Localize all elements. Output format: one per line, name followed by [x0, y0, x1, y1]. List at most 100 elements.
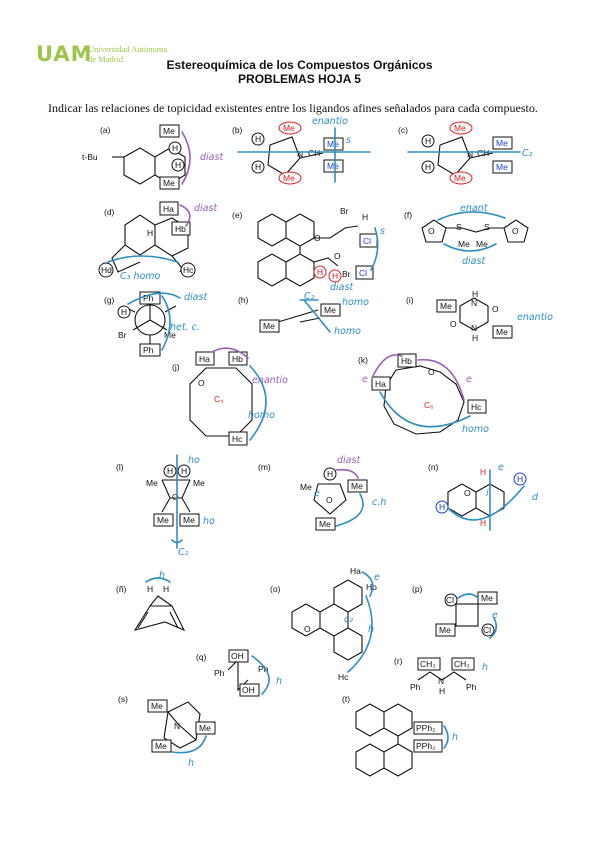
- logo-mark: UAM: [36, 42, 93, 66]
- problem-e-br1: Br: [340, 206, 349, 216]
- problem-s: (s) Me N Me Me h: [118, 694, 216, 769]
- problem-f-o1: O: [428, 226, 435, 236]
- problem-d-ha: Ha: [163, 204, 174, 214]
- problem-k-note-e1: e: [362, 374, 368, 385]
- problem-i-o2: O: [450, 319, 457, 329]
- problem-p: (p) Cl Me Me Cl e: [412, 584, 498, 639]
- problem-o: (o) Ha Hb Hc O e h c₂: [270, 566, 380, 682]
- problem-a-note: diast: [200, 152, 224, 163]
- problem-enye-h2: H: [163, 584, 169, 594]
- problem-j-hc: Hc: [232, 434, 243, 444]
- problem-p-me1: Me: [481, 593, 493, 603]
- problem-p-note: e: [492, 610, 498, 621]
- problem-a-tbu: t-Bu: [82, 152, 98, 162]
- problem-n-h-left: H: [439, 502, 445, 512]
- problem-a: (a) Me H H Me t-Bu diast: [82, 124, 224, 190]
- problem-l-note-top: ho: [188, 455, 200, 466]
- problem-b-n: N: [297, 149, 303, 159]
- problem-f-s1: S: [456, 222, 462, 232]
- problem-n-h-bottom: H: [480, 518, 486, 528]
- problem-c: (c) Me H H N CH Me Me Me C₂: [398, 121, 533, 185]
- problem-c-h1: H: [425, 136, 431, 146]
- problem-q-note: h: [276, 676, 282, 687]
- problem-k-hb: Hb: [401, 356, 412, 366]
- problem-t: (t) PPh₂ PPh₂ h: [342, 694, 458, 777]
- problem-n-note-e: e: [498, 462, 504, 473]
- problem-j-c4: C₄: [214, 394, 224, 404]
- problem-r-ph1: Ph: [410, 682, 421, 692]
- problem-p-me2: Me: [439, 625, 451, 635]
- problem-t-label: (t): [342, 694, 350, 704]
- problem-b-ch: CH: [308, 148, 320, 158]
- problem-r-h: H: [439, 686, 445, 696]
- problem-j-label: (j): [172, 362, 180, 372]
- problem-n-note-d: d: [532, 492, 539, 503]
- problem-m-o: O: [326, 495, 333, 505]
- problem-n-label: (n): [428, 462, 439, 472]
- problem-a-me-bottom: Me: [163, 178, 175, 188]
- problem-f-me2: Me: [476, 239, 488, 249]
- problem-b-h2: H: [255, 162, 261, 172]
- problem-q-ph2: Ph: [258, 664, 269, 674]
- problem-f-note-top: enant: [460, 203, 489, 214]
- problem-c-me-right-bottom: Me: [496, 162, 508, 172]
- problem-o-note-h: h: [368, 624, 374, 635]
- problem-l-me-left: Me: [146, 478, 158, 488]
- problem-e-label: (e): [232, 210, 243, 220]
- problem-e-note-s: s: [380, 226, 385, 237]
- problem-l-o: O: [172, 492, 179, 502]
- problem-m-me-bottom: Me: [319, 519, 331, 529]
- problem-j-note-top: enantio: [252, 375, 288, 386]
- problem-l: (l) H H Me Me O Me Me ho ho C₂: [116, 454, 215, 558]
- instructions: Indicar las relaciones de topicidad exis…: [48, 101, 538, 115]
- problem-d-hb: Hb: [175, 224, 186, 234]
- problem-m-me-box: Me: [351, 481, 363, 491]
- problem-b: (b) Me H H N CH Me Me Me enantio s: [232, 116, 371, 185]
- problem-c-me-top: Me: [454, 123, 466, 133]
- problem-l-note-c: C₂: [178, 547, 189, 558]
- problem-s-label: (s): [118, 694, 128, 704]
- problem-q-ph1: Ph: [214, 668, 225, 678]
- problem-l-h1: H: [167, 466, 173, 476]
- problem-m: (m) Me H Me Me O diast c.h e: [258, 455, 386, 531]
- problem-g-label: (g): [104, 295, 115, 305]
- problem-j-ha: Ha: [199, 354, 210, 364]
- page-subtitle: PROBLEMAS HOJA 5: [238, 72, 361, 86]
- problem-d-note-bottom: C₃ homo: [120, 271, 161, 282]
- problem-k-note-e2: e: [466, 374, 472, 385]
- problem-b-h1: H: [255, 134, 261, 144]
- problem-l-me-box2: Me: [183, 515, 195, 525]
- problem-n-note-i: i: [486, 488, 489, 499]
- problem-k-hc: Hc: [471, 402, 482, 412]
- problem-m-h: H: [327, 469, 333, 479]
- problem-e-o1: O: [314, 233, 321, 243]
- logo-line-1: Universidad Autónoma: [88, 44, 168, 54]
- problem-c-ch: CH: [477, 148, 489, 158]
- problem-a-h2: H: [175, 160, 181, 170]
- problem-g-note-top: diast: [184, 292, 208, 303]
- problem-n-o: O: [464, 488, 471, 498]
- problem-i-label: (i): [406, 295, 414, 305]
- problem-i-note: enantio: [517, 312, 553, 323]
- problem-p-label: (p): [412, 584, 423, 594]
- problem-b-me-top: Me: [283, 123, 295, 133]
- problem-j: (j) Ha Hb Hc C₄ O enantio homo: [172, 347, 288, 446]
- problem-g-h: H: [121, 307, 127, 317]
- problem-q-oh1: OH: [231, 651, 244, 661]
- problem-i-me1: Me: [440, 301, 452, 311]
- problem-d-h: H: [147, 228, 153, 238]
- problem-c-h2: H: [425, 162, 431, 172]
- problem-e: (e) O O Br H Cl H H Br Cl s diast: [232, 206, 385, 293]
- problem-o-ha: Ha: [350, 566, 361, 576]
- page-header: UAM Universidad Autónoma de Madrid Ester…: [0, 0, 599, 115]
- problem-o-hb: Hb: [366, 582, 377, 592]
- problem-s-me3: Me: [155, 741, 167, 751]
- problem-g-ph-top: Ph: [143, 293, 154, 303]
- problem-r-ch3b: CH₃: [454, 659, 470, 669]
- problem-e-note: diast: [330, 282, 354, 293]
- problem-s-me2: Me: [199, 723, 211, 733]
- problem-r: (r) CH₃ CH₃ N H Ph Ph h: [394, 656, 488, 696]
- problem-n-h-top: H: [480, 467, 486, 477]
- problem-f-me1: Me: [458, 239, 470, 249]
